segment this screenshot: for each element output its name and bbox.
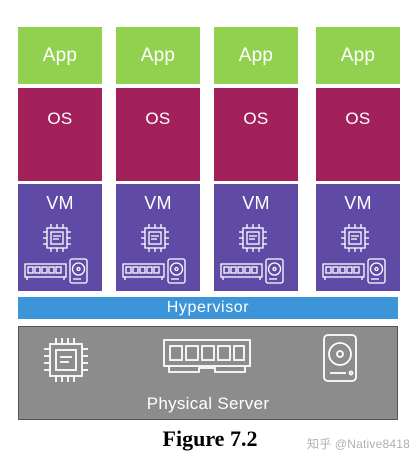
hard-disk-icon xyxy=(323,334,357,382)
app-layer: App xyxy=(116,27,200,84)
cpu-icon xyxy=(43,224,71,252)
memory-icon xyxy=(24,263,67,280)
vm-layer: VM xyxy=(116,184,200,291)
figure-caption: Figure 7.2 xyxy=(162,426,258,451)
hard-disk-icon xyxy=(167,258,186,284)
os-layer: OS xyxy=(18,88,102,181)
os-layer: OS xyxy=(316,88,400,181)
physical-server: Physical Server xyxy=(18,326,398,420)
physical-server-label: Physical Server xyxy=(146,394,270,413)
vm-label: VM xyxy=(242,193,270,213)
vm-label: VM xyxy=(144,193,172,213)
cpu-icon xyxy=(341,224,369,252)
hard-disk-icon xyxy=(69,258,88,284)
vm-label: VM xyxy=(344,193,372,213)
hypervisor-label: Hypervisor xyxy=(166,299,250,316)
watermark: 知乎 @Native8418 xyxy=(306,437,410,451)
os-label: OS xyxy=(345,109,371,128)
memory-icon xyxy=(163,339,251,373)
vm-layer: VM xyxy=(18,184,102,291)
os-layer: OS xyxy=(214,88,298,181)
app-layer: App xyxy=(214,27,298,84)
app-label: App xyxy=(340,44,376,66)
cpu-icon xyxy=(239,224,267,252)
vm-label: VM xyxy=(46,193,74,213)
app-label: App xyxy=(42,44,78,66)
app-label: App xyxy=(238,44,274,66)
cpu-icon xyxy=(141,224,169,252)
hard-disk-icon xyxy=(367,258,386,284)
hard-disk-icon xyxy=(265,258,284,284)
cpu-icon xyxy=(44,338,88,382)
hypervisor-layer: Hypervisor xyxy=(18,297,398,319)
memory-icon xyxy=(322,263,365,280)
vm-layer: VM xyxy=(316,184,400,291)
memory-icon xyxy=(122,263,165,280)
os-label: OS xyxy=(47,109,73,128)
os-label: OS xyxy=(243,109,269,128)
vm-layer: VM xyxy=(214,184,298,291)
os-label: OS xyxy=(145,109,171,128)
app-layer: App xyxy=(18,27,102,84)
memory-icon xyxy=(220,263,263,280)
os-layer: OS xyxy=(116,88,200,181)
app-layer: App xyxy=(316,27,400,84)
app-label: App xyxy=(140,44,176,66)
